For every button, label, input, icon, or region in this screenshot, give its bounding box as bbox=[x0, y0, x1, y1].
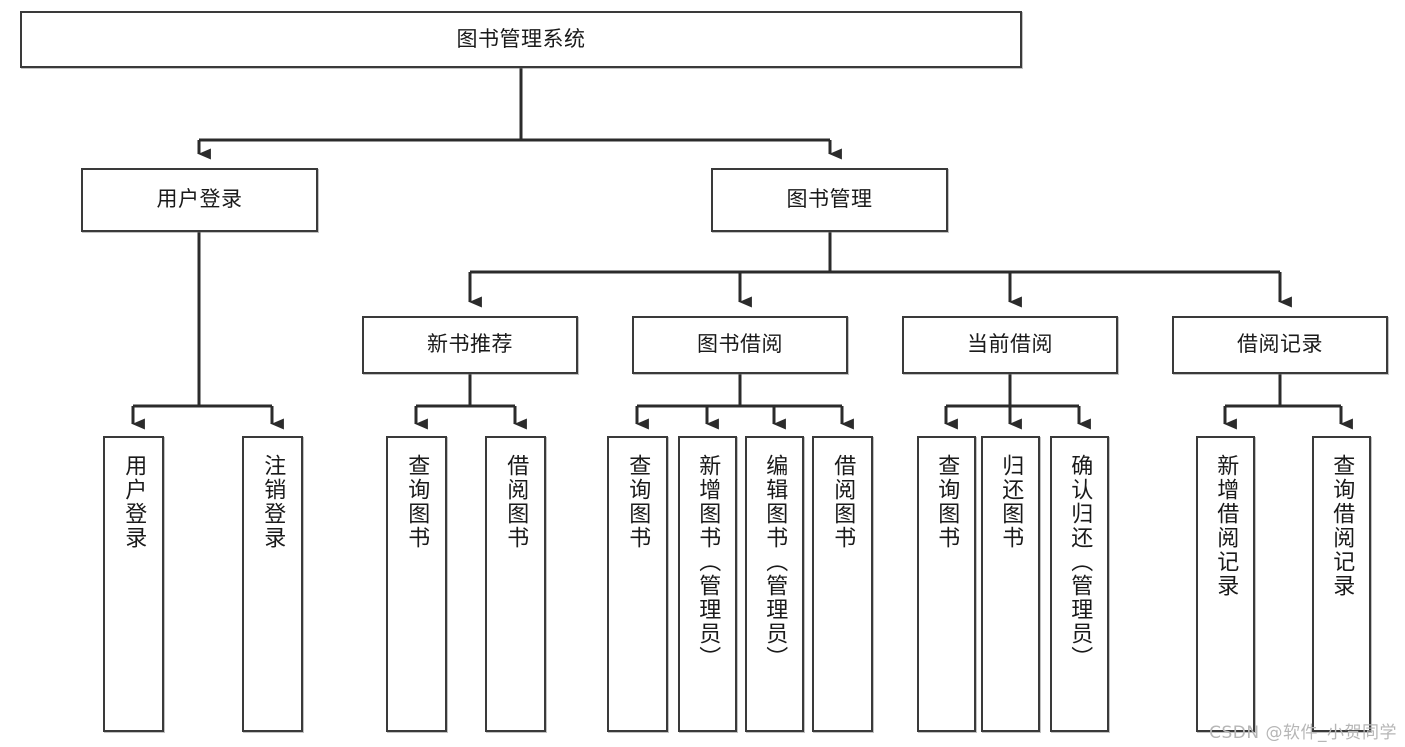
node-leaf-add-book-label: 新增图书（管理员） bbox=[695, 454, 721, 670]
node-leaf-confirm-return-label: 确认归还（管理员） bbox=[1067, 454, 1093, 670]
node-leaf-query-book-3-label: 查询图书 bbox=[934, 454, 960, 550]
node-leaf-user-login[interactable]: 用户登录 bbox=[103, 436, 164, 732]
node-borrow-record[interactable]: 借阅记录 bbox=[1172, 316, 1388, 374]
node-borrow-record-label: 借阅记录 bbox=[1237, 332, 1323, 357]
node-book-borrow-label: 图书借阅 bbox=[697, 332, 783, 357]
node-leaf-query-book-2-label: 查询图书 bbox=[625, 454, 651, 550]
node-leaf-borrow-book-1-label: 借阅图书 bbox=[503, 454, 529, 550]
node-new-book-recommend-label: 新书推荐 bbox=[427, 332, 513, 357]
node-book-manage-label: 图书管理 bbox=[786, 187, 873, 212]
node-root-label: 图书管理系统 bbox=[456, 26, 586, 51]
node-current-borrow[interactable]: 当前借阅 bbox=[902, 316, 1118, 374]
node-leaf-user-logout-label: 注销登录 bbox=[260, 454, 286, 550]
node-leaf-query-record[interactable]: 查询借阅记录 bbox=[1312, 436, 1371, 732]
node-user-login[interactable]: 用户登录 bbox=[81, 168, 318, 232]
node-leaf-user-logout[interactable]: 注销登录 bbox=[242, 436, 303, 732]
node-leaf-add-record-label: 新增借阅记录 bbox=[1213, 454, 1239, 598]
node-leaf-borrow-book-2[interactable]: 借阅图书 bbox=[812, 436, 873, 732]
node-leaf-borrow-book-2-label: 借阅图书 bbox=[830, 454, 856, 550]
watermark-text: CSDN @软件_小贺同学 bbox=[1209, 723, 1397, 743]
node-leaf-query-book-1[interactable]: 查询图书 bbox=[386, 436, 447, 732]
node-leaf-query-record-label: 查询借阅记录 bbox=[1329, 454, 1355, 598]
node-leaf-confirm-return[interactable]: 确认归还（管理员） bbox=[1050, 436, 1109, 732]
node-leaf-return-book-label: 归还图书 bbox=[998, 454, 1024, 550]
node-leaf-borrow-book-1[interactable]: 借阅图书 bbox=[485, 436, 546, 732]
node-leaf-edit-book[interactable]: 编辑图书（管理员） bbox=[745, 436, 804, 732]
node-leaf-return-book[interactable]: 归还图书 bbox=[981, 436, 1040, 732]
node-leaf-query-book-2[interactable]: 查询图书 bbox=[607, 436, 668, 732]
node-leaf-user-login-label: 用户登录 bbox=[121, 454, 147, 550]
node-leaf-edit-book-label: 编辑图书（管理员） bbox=[762, 454, 788, 670]
node-new-book-recommend[interactable]: 新书推荐 bbox=[362, 316, 578, 374]
node-leaf-query-book-3[interactable]: 查询图书 bbox=[917, 436, 976, 732]
node-leaf-query-book-1-label: 查询图书 bbox=[404, 454, 430, 550]
node-leaf-add-record[interactable]: 新增借阅记录 bbox=[1196, 436, 1255, 732]
node-root[interactable]: 图书管理系统 bbox=[20, 11, 1022, 68]
node-current-borrow-label: 当前借阅 bbox=[967, 332, 1053, 357]
node-user-login-label: 用户登录 bbox=[156, 187, 243, 212]
node-leaf-add-book[interactable]: 新增图书（管理员） bbox=[678, 436, 737, 732]
node-book-manage[interactable]: 图书管理 bbox=[711, 168, 948, 232]
node-book-borrow[interactable]: 图书借阅 bbox=[632, 316, 848, 374]
